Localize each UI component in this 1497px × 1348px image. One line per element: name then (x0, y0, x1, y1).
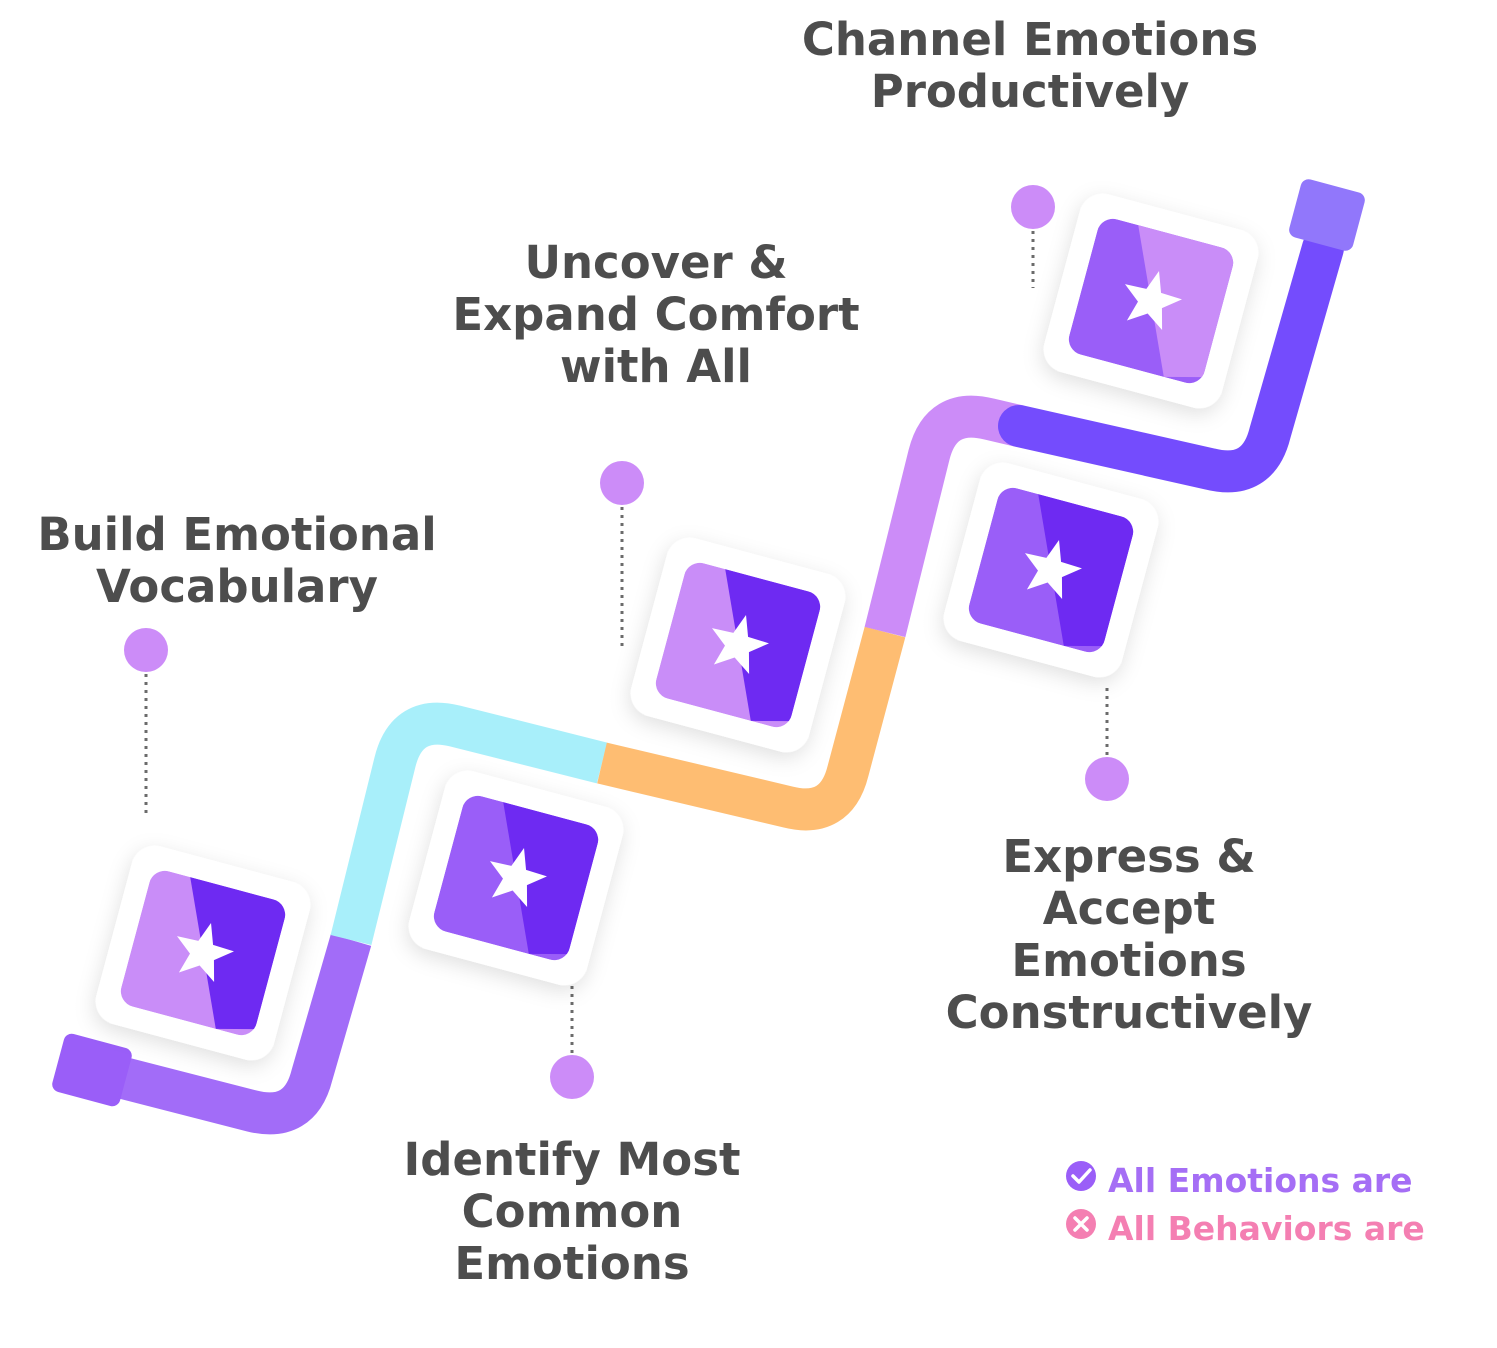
star-icon (1124, 271, 1182, 330)
step-tile (943, 462, 1159, 678)
step-label-line: Vocabulary (96, 560, 378, 613)
step-label-line: with All (560, 340, 752, 393)
star-icon (489, 848, 547, 907)
legend-item-behaviors: All Behaviors are (1066, 1209, 1425, 1248)
step-tile (408, 770, 624, 986)
step-label-line: Productively (871, 65, 1190, 118)
step-label-line: Emotions (454, 1237, 689, 1290)
path-start-cap (52, 1033, 132, 1107)
step-label-line: Common (462, 1185, 683, 1238)
path-segment-5 (998, 227, 1344, 493)
journey-path (52, 179, 1365, 1135)
path-end-cap (1289, 179, 1365, 251)
pin-dot (1085, 757, 1129, 801)
step-label-line: Identify Most (403, 1133, 740, 1186)
step-label-line: Channel Emotions (802, 13, 1258, 66)
legend-item-emotions: All Emotions are (1066, 1161, 1413, 1200)
legend-text-behaviors: All Behaviors are (1108, 1209, 1425, 1248)
check-circle-icon (1066, 1161, 1096, 1191)
path-segment-4 (864, 395, 1024, 638)
path-segment-2 (330, 702, 608, 946)
step-label-line: Uncover & (524, 236, 787, 289)
step-label-line: Constructively (946, 986, 1313, 1039)
path-segment-3 (597, 626, 906, 831)
step-tile (630, 537, 846, 753)
step-label-line: Expand Comfort (452, 288, 859, 341)
step-tile (1043, 193, 1259, 409)
step-label-line: Emotions (1011, 934, 1246, 987)
step-label-line: Build Emotional (37, 508, 436, 561)
star-icon (176, 923, 234, 982)
step-label-line: Express & (1002, 830, 1255, 883)
pin-dot (600, 461, 644, 505)
star-icon (711, 615, 769, 674)
legend: All Emotions are All Behaviors are (1066, 1161, 1425, 1248)
pin-dot (550, 1055, 594, 1099)
path-segment-1 (86, 934, 372, 1135)
x-circle-icon (1066, 1209, 1096, 1239)
star-icon (1024, 540, 1082, 599)
step-tile (95, 845, 311, 1061)
pin-dot (124, 628, 168, 672)
pin-dot (1011, 185, 1055, 229)
legend-text-emotions: All Emotions are (1108, 1161, 1413, 1200)
step-label-line: Accept (1043, 882, 1215, 935)
